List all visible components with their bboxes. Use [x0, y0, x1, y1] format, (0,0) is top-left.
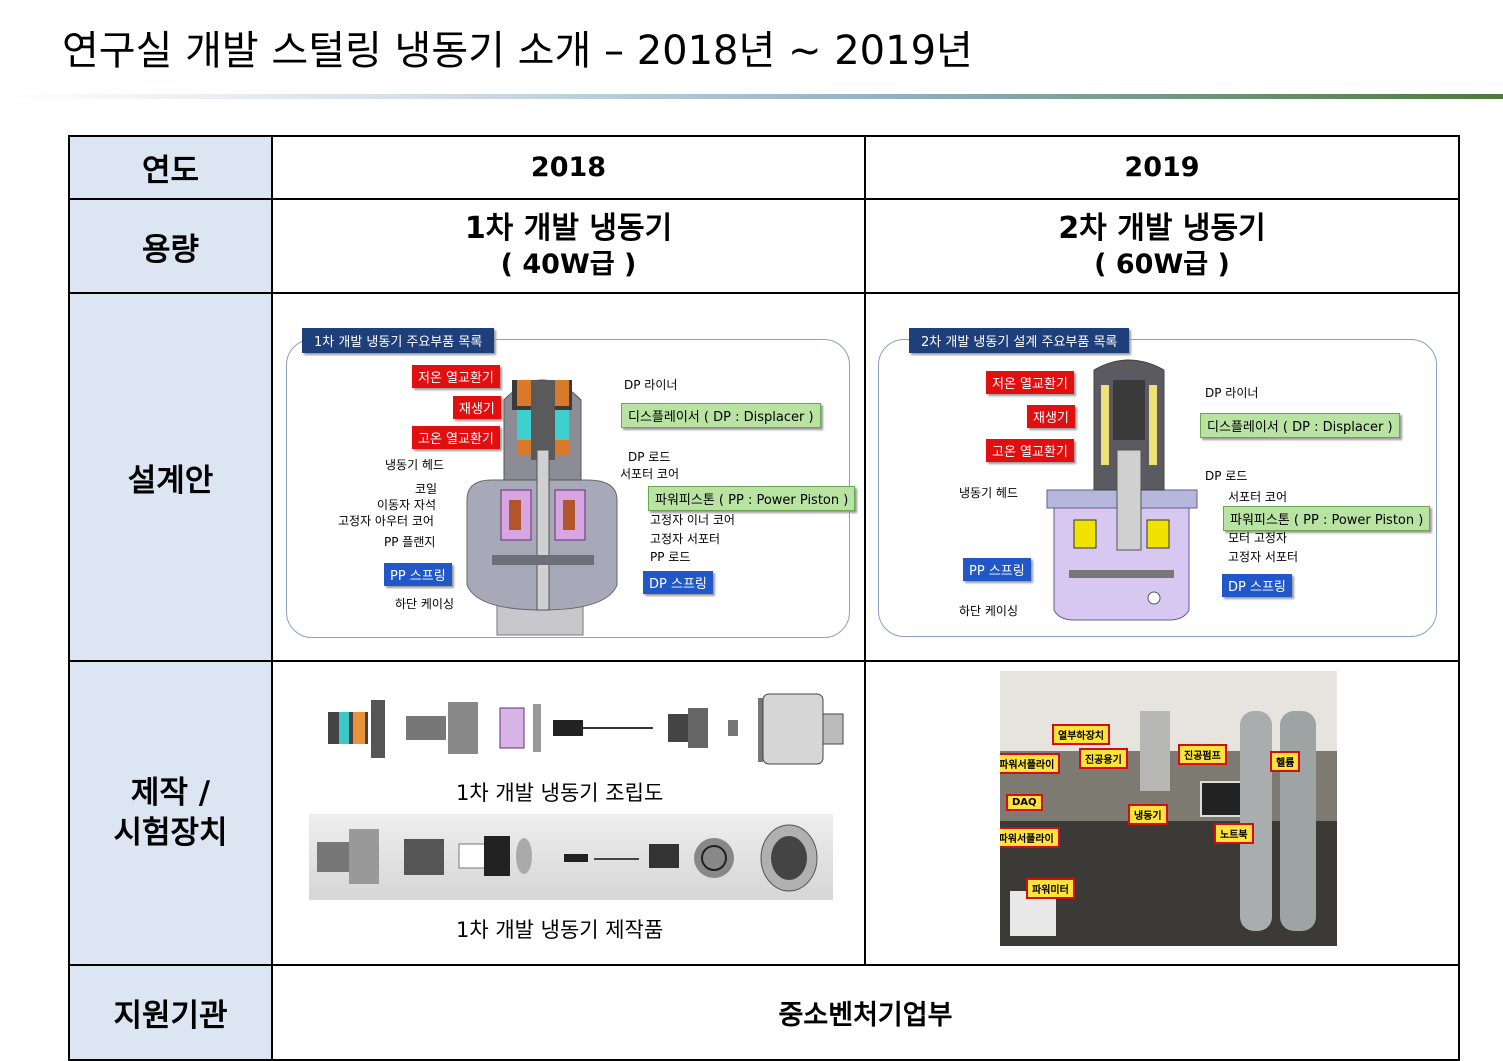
d18-power-piston: 파워피스톤 ( PP : Power Piston ): [648, 486, 856, 511]
test-setup-cylinder-1: [1240, 711, 1272, 931]
design-2018-cell: 1차 개발 냉동기 주요부품 목록 저온 열교환기 재생기 고온 열교환기 냉동…: [271, 292, 866, 662]
capacity-2018-name: 1차 개발 냉동기: [464, 211, 673, 246]
d18-stator-outer: 고정자 아우터 코어: [338, 514, 434, 528]
d18-head: 냉동기 헤드: [385, 458, 445, 472]
design-2019-tag: 2차 개발 냉동기 설계 주요부품 목록: [909, 328, 1130, 353]
row-header-fabrication: 제작 / 시험장치: [68, 660, 273, 966]
year-2019: 2019: [864, 135, 1460, 200]
row-header-capacity: 용량: [68, 198, 273, 294]
product-photo: [309, 814, 833, 900]
d18-pp-spring: PP 스프링: [384, 563, 452, 586]
d18-hot-hx: 고온 열교환기: [412, 426, 500, 449]
d19-motor-stator: 모터 고정자: [1228, 531, 1288, 545]
capacity-2019-watt: ( 60W급 ): [1094, 249, 1230, 280]
d19-regen: 재생기: [1027, 405, 1075, 428]
assembly-casing: [762, 693, 844, 765]
row-header-design: 설계안: [68, 292, 273, 662]
d19-bottom-case: 하단 케이싱: [959, 604, 1019, 618]
d18-mover-magnet: 이동자 자석: [377, 498, 437, 512]
d18-support-core: 서포터 코어: [620, 467, 680, 481]
d19-dp-liner: DP 라이너: [1205, 386, 1259, 400]
spec-table: 연도 2018 2019 용량 1차 개발 냉동기 ( 40W급 ) 2차 개발…: [68, 135, 1460, 1061]
d19-cold-hx: 저온 열교환기: [986, 371, 1074, 394]
assembly-caption: 1차 개발 냉동기 조립도: [456, 781, 664, 805]
d18-displacer: 디스플레이서 ( DP : Displacer ): [621, 403, 821, 428]
d18-bottom-case: 하단 케이싱: [395, 597, 455, 611]
test-setup-cylinder-2: [1280, 711, 1316, 931]
photo-cryocooler: 냉동기: [1128, 804, 1168, 825]
d18-pp-rod: PP 로드: [650, 550, 691, 564]
design-2019-cell: 2차 개발 냉동기 설계 주요부품 목록 저온 열교환기 재생기 고온 열교환기…: [864, 292, 1460, 662]
photo-heat-load: 열부하장치: [1052, 724, 1110, 745]
d18-regen: 재생기: [453, 396, 501, 419]
product-caption: 1차 개발 냉동기 제작품: [456, 918, 664, 942]
page-title: 연구실 개발 스털링 냉동기 소개 – 2018년 ~ 2019년: [62, 28, 973, 74]
test-setup-vessel: [1140, 711, 1170, 791]
d18-stator-support: 고정자 서포터: [650, 532, 721, 546]
design-2018-panel: 1차 개발 냉동기 주요부품 목록 저온 열교환기 재생기 고온 열교환기 냉동…: [286, 328, 856, 638]
photo-daq: DAQ: [1006, 794, 1043, 811]
design-2018-tag: 1차 개발 냉동기 주요부품 목록: [302, 328, 495, 353]
d19-dp-rod: DP 로드: [1205, 469, 1248, 483]
row-header-year: 연도: [68, 135, 273, 200]
row-header-support: 지원기관: [68, 964, 273, 1061]
d19-stator-support: 고정자 서포터: [1228, 550, 1299, 564]
d18-stator-inner: 고정자 이너 코어: [650, 513, 735, 527]
d19-hot-hx: 고온 열교환기: [986, 439, 1074, 462]
d19-pp-spring: PP 스프링: [963, 558, 1031, 581]
fab-2018-cell: 1차 개발 냉동기 조립도 1차 개발: [271, 660, 866, 966]
support-agency: 중소벤처기업부: [271, 964, 1460, 1061]
d18-pp-flange: PP 플랜지: [384, 535, 436, 549]
photo-helium: 헬륨: [1270, 751, 1301, 772]
d19-support-core: 서포터 코어: [1228, 490, 1288, 504]
capacity-2019-name: 2차 개발 냉동기: [1058, 211, 1266, 246]
product-photo-parts: [317, 824, 818, 892]
assembly-drawing: [328, 698, 763, 762]
d18-coil: 코일: [415, 482, 438, 496]
d18-cold-hx: 저온 열교환기: [412, 365, 500, 388]
photo-power-meter: 파워미터: [1026, 878, 1075, 899]
d19-dp-spring: DP 스프링: [1222, 574, 1292, 597]
test-setup-photo: 열부하장치 DC 파워서플라이 진공용기 진공펌프 헬륨 DAQ 냉동기 AC …: [1000, 671, 1337, 946]
capacity-2018-watt: ( 40W급 ): [500, 249, 637, 280]
capacity-2019: 2차 개발 냉동기 ( 60W급 ): [864, 198, 1460, 294]
d18-dp-rod: DP 로드: [628, 450, 671, 464]
title-divider: [0, 94, 1503, 99]
photo-dc-supply: DC 파워서플라이: [1000, 753, 1061, 774]
design-2018-cross-section: [466, 379, 618, 636]
year-2018: 2018: [271, 135, 866, 200]
photo-vacuum-vessel: 진공용기: [1079, 748, 1128, 769]
photo-vacuum-pump: 진공펌프: [1178, 744, 1227, 765]
d19-displacer: 디스플레이서 ( DP : Displacer ): [1200, 413, 1400, 438]
d19-head: 냉동기 헤드: [959, 486, 1019, 500]
fab-2019-cell: 열부하장치 DC 파워서플라이 진공용기 진공펌프 헬륨 DAQ 냉동기 AC …: [864, 660, 1460, 966]
photo-ac-supply: AC 파워서플라이: [1000, 827, 1060, 848]
capacity-2018: 1차 개발 냉동기 ( 40W급 ): [271, 198, 866, 294]
photo-laptop-label: 노트북: [1214, 823, 1254, 844]
d18-dp-liner: DP 라이너: [624, 378, 678, 392]
design-2019-cross-section: [1046, 359, 1198, 621]
d18-dp-spring: DP 스프링: [643, 571, 713, 594]
d19-power-piston: 파워피스톤 ( PP : Power Piston ): [1223, 506, 1431, 531]
design-2019-panel: 2차 개발 냉동기 설계 주요부품 목록 저온 열교환기 재생기 고온 열교환기…: [878, 328, 1437, 637]
